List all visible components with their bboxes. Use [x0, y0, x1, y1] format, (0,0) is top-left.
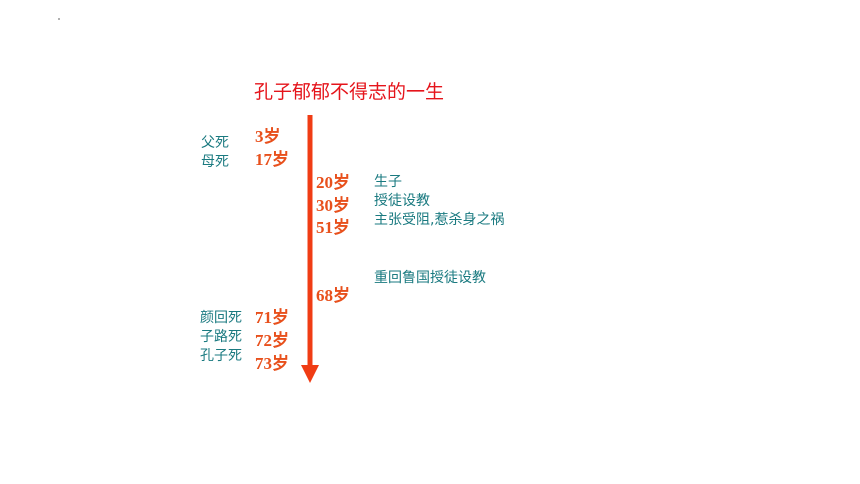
event-confucius-death: 孔子死: [200, 348, 242, 364]
timeline-arrow: [301, 115, 319, 383]
page-title: 孔子郁郁不得志的一生: [254, 81, 445, 103]
age-20: 20岁: [316, 173, 350, 192]
event-return: 重回鲁国授徒设教: [374, 270, 486, 286]
age-72: 72岁: [255, 331, 289, 350]
event-yanhui-death: 颜回死: [200, 310, 242, 326]
age-17: 17岁: [255, 150, 289, 169]
event-birth-son: 生子: [374, 174, 402, 190]
age-3: 3岁: [255, 127, 281, 146]
age-71: 71岁: [255, 308, 289, 327]
event-mother-death: 母死: [201, 154, 229, 170]
event-teaching: 授徒设教: [374, 193, 430, 209]
age-30: 30岁: [316, 196, 350, 215]
event-zilu-death: 子路死: [200, 329, 242, 345]
event-advocacy: 主张受阻,惹杀身之祸: [374, 212, 505, 228]
corner-dot: [58, 18, 60, 20]
event-father-death: 父死: [201, 135, 229, 151]
age-68: 68岁: [316, 286, 350, 305]
age-73: 73岁: [255, 354, 289, 373]
age-51: 51岁: [316, 218, 350, 237]
